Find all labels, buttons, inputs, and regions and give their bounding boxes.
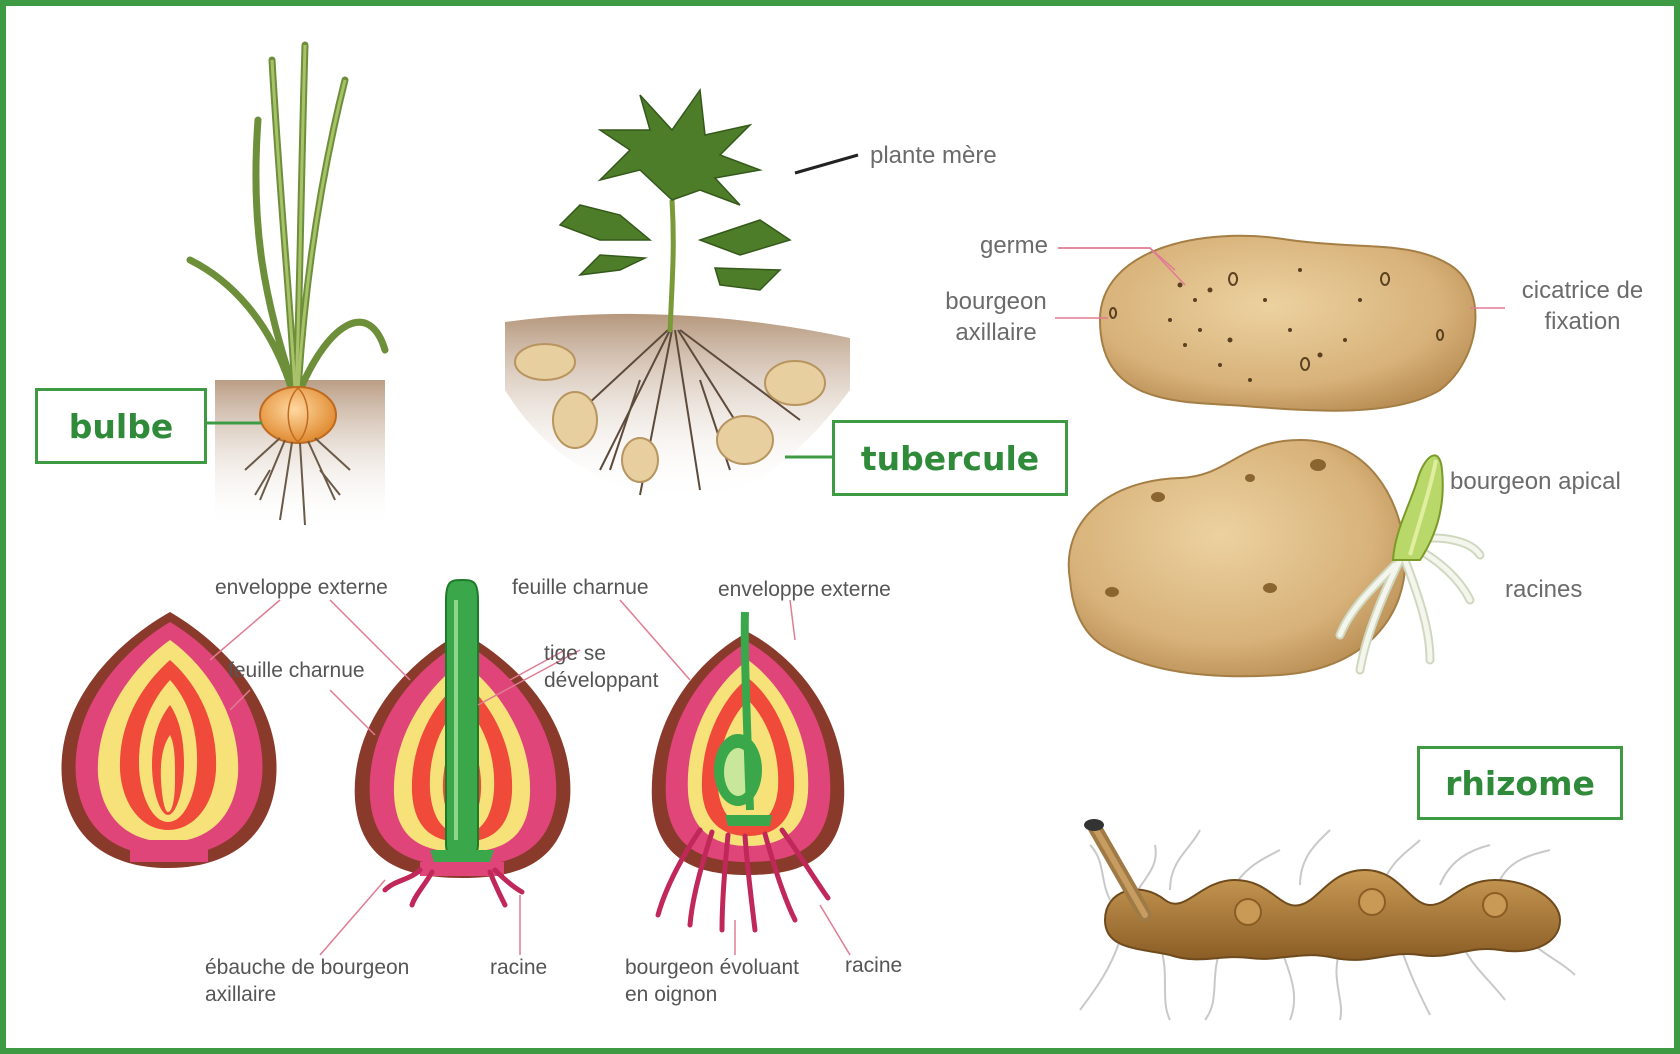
onion-section-3 [652, 612, 844, 930]
label-germe: germe [940, 230, 1048, 261]
title-box-tubercule: tubercule [832, 420, 1068, 496]
title-bulbe: bulbe [69, 407, 173, 446]
label-racine-1: racine [490, 954, 547, 981]
label-enveloppe-externe-2: enveloppe externe [718, 576, 891, 603]
label-bourgeon-evoluant: bourgeon évoluant en oignon [625, 954, 799, 1009]
label-plante-mere: plante mère [870, 140, 997, 171]
potato-sprouting [1069, 440, 1480, 676]
label-cicatrice-de-fixation: cicatrice de fixation [1500, 275, 1665, 337]
label-ebauche-de-bourgeon: ébauche de bourgeon axillaire [205, 954, 409, 1009]
label-bourgeon-apical: bourgeon apical [1450, 466, 1621, 497]
tuber-plant [505, 90, 858, 501]
label-enveloppe-externe-1: enveloppe externe [215, 574, 388, 601]
title-box-bulbe: bulbe [35, 388, 207, 464]
label-bourgeon-axillaire: bourgeon axillaire [928, 286, 1064, 348]
label-tige-se-developpant: tige se développant [544, 640, 658, 695]
label-racine-2: racine [845, 952, 902, 979]
label-feuille-charnue-2: feuille charnue [512, 574, 649, 601]
onion-section-2 [355, 580, 571, 905]
label-racines: racines [1505, 574, 1582, 605]
title-box-rhizome: rhizome [1417, 746, 1623, 820]
label-feuille-charnue-1: feuille charnue [228, 657, 365, 684]
onion-section-1 [61, 612, 276, 868]
potato-germe [1055, 236, 1505, 411]
bulb-plant [190, 45, 385, 530]
title-tubercule: tubercule [861, 439, 1039, 478]
rhizome-illustration [1080, 819, 1575, 1020]
title-rhizome: rhizome [1445, 764, 1595, 803]
